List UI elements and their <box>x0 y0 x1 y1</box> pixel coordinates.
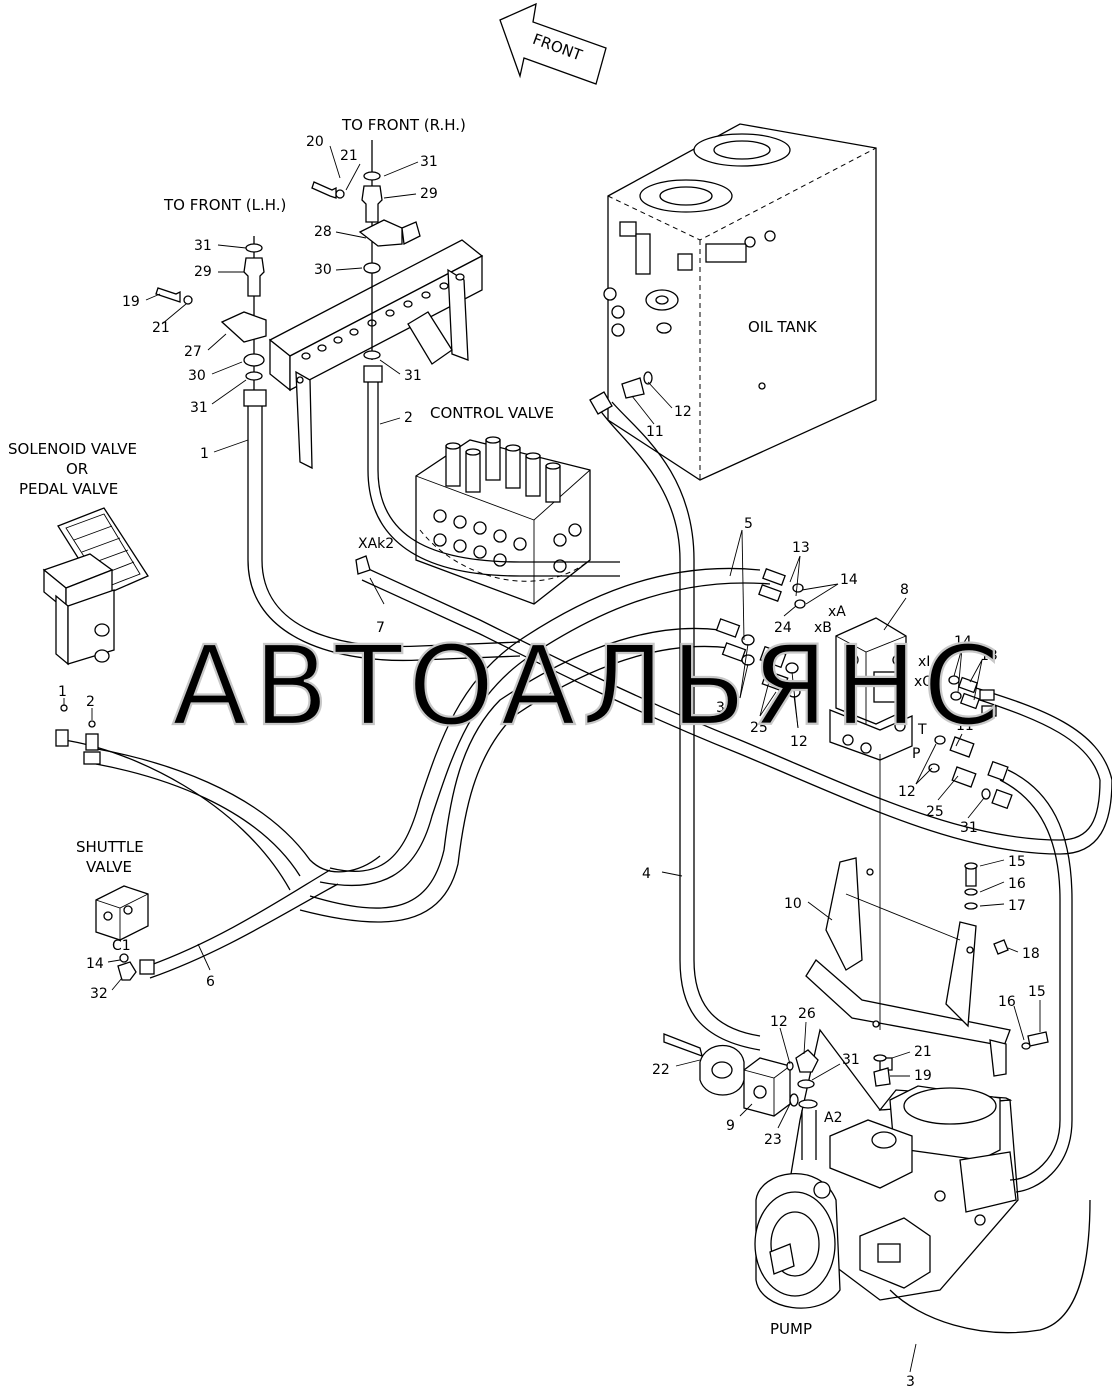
part-num: 31 <box>194 238 212 254</box>
mounting-bracket-10 <box>805 857 1049 1077</box>
part-num: 6 <box>206 974 215 990</box>
pump-label: PUMP <box>770 1320 812 1338</box>
part-num: 12 <box>790 734 808 750</box>
part-num: 27 <box>184 344 202 360</box>
part-num: 12 <box>898 784 916 800</box>
control-valve-ports <box>433 509 582 573</box>
part-num: 30 <box>314 262 332 278</box>
part-num: 31 <box>716 700 734 716</box>
shuttle-valve: SHUTTLE VALVE <box>76 838 149 981</box>
part-num: 1 <box>200 446 209 462</box>
rh-fitting-stack <box>311 140 421 360</box>
solenoid-valve-label-line1: SOLENOID VALVE <box>8 440 137 458</box>
part-num: 25 <box>750 720 768 736</box>
part-num: 21 <box>152 320 170 336</box>
pump: PUMP <box>754 1028 1019 1338</box>
part-num: 8 <box>900 582 909 598</box>
valve-block-8 <box>829 617 913 761</box>
port-xo: xO <box>914 674 933 690</box>
solenoid-valve-label-line3: PEDAL VALVE <box>19 480 118 498</box>
port-xak2: XAk2 <box>358 536 394 552</box>
part-num: 18 <box>1022 946 1040 962</box>
lh-fitting-stack <box>155 236 267 394</box>
port-xa: xA <box>828 604 846 620</box>
part-num: 12 <box>674 404 692 420</box>
hoses <box>63 380 1112 1334</box>
part-num: 17 <box>1008 898 1026 914</box>
port-a2: A2 <box>824 1110 842 1126</box>
to-front-rh-label: TO FRONT (R.H.) <box>341 116 466 134</box>
manifold-bracket <box>268 239 484 470</box>
part-num: 26 <box>798 1006 816 1022</box>
part-num: 23 <box>764 1132 782 1148</box>
part-num: 7 <box>376 620 385 636</box>
to-front-lh-label: TO FRONT (L.H.) <box>163 196 286 214</box>
part-num: 3 <box>906 1374 915 1389</box>
shuttle-valve-label-line2: VALVE <box>86 858 132 876</box>
part-num: 28 <box>314 224 332 240</box>
part-num: 9 <box>726 1118 735 1134</box>
front-arrow: FRONT <box>499 2 607 85</box>
port-c1: C1 <box>112 938 131 954</box>
part-num: 5 <box>744 516 753 532</box>
part-num: 31 <box>420 154 438 170</box>
control-valve: CONTROL VALVE <box>415 404 591 605</box>
manifold-holes <box>296 273 465 384</box>
port-xi: xI <box>918 654 930 670</box>
part-num: 19 <box>914 1068 932 1084</box>
part-num: 12 <box>770 1014 788 1030</box>
part-num: 14 <box>954 634 972 650</box>
part-num: 11 <box>956 718 974 734</box>
part-num: 20 <box>306 134 324 150</box>
part-num: 30 <box>188 368 206 384</box>
solenoid-pedal-valve: SOLENOID VALVE OR PEDAL VALVE <box>8 440 149 666</box>
watermark: АВТОАЛЬЯНС <box>172 622 1006 750</box>
port-p: P <box>912 746 920 762</box>
part-num: 1 <box>58 684 67 700</box>
part-num: 19 <box>122 294 140 310</box>
solenoid-valve-label-line2: OR <box>66 460 88 478</box>
part-num: 31 <box>404 368 422 384</box>
part-num: 15 <box>1028 984 1046 1000</box>
part-num: 31 <box>842 1052 860 1068</box>
part-num: 29 <box>420 186 438 202</box>
part-num: 14 <box>840 572 858 588</box>
part-num: 13 <box>792 540 810 556</box>
port-b: B <box>806 694 816 710</box>
part-num: 11 <box>646 424 664 440</box>
oil-tank-label: OIL TANK <box>748 318 818 336</box>
part-num: 10 <box>784 896 802 912</box>
control-valve-spools <box>445 436 561 503</box>
part-num: 16 <box>998 994 1016 1010</box>
shuttle-valve-label-line1: SHUTTLE <box>76 838 144 856</box>
oil-tank: OIL TANK <box>603 123 877 481</box>
part-num: 25 <box>926 804 944 820</box>
part-num: 2 <box>86 694 95 710</box>
part-num: 4 <box>642 866 651 882</box>
part-num: 31 <box>190 400 208 416</box>
flange-block-9 <box>663 1033 893 1117</box>
part-num: 21 <box>340 148 358 164</box>
part-num: 15 <box>1008 854 1026 870</box>
part-num: 31 <box>960 820 978 836</box>
part-num: 14 <box>86 956 104 972</box>
part-num: 24 <box>774 620 792 636</box>
part-num: 2 <box>404 410 413 426</box>
port-t: T <box>917 722 927 738</box>
control-valve-label: CONTROL VALVE <box>430 404 554 422</box>
part-num: 22 <box>652 1062 670 1078</box>
port-a: A <box>806 668 816 684</box>
part-num: 29 <box>194 264 212 280</box>
part-num: 16 <box>1008 876 1026 892</box>
part-num: 13 <box>980 648 998 664</box>
port-xb: xB <box>814 620 832 636</box>
hose-fittings <box>55 365 1013 1109</box>
part-number-callouts: 20 21 31 29 28 30 31 31 29 19 21 27 30 3… <box>58 134 1046 1389</box>
part-num: 32 <box>90 986 108 1002</box>
leader-lines <box>63 145 1041 1373</box>
part-num: 21 <box>914 1044 932 1060</box>
